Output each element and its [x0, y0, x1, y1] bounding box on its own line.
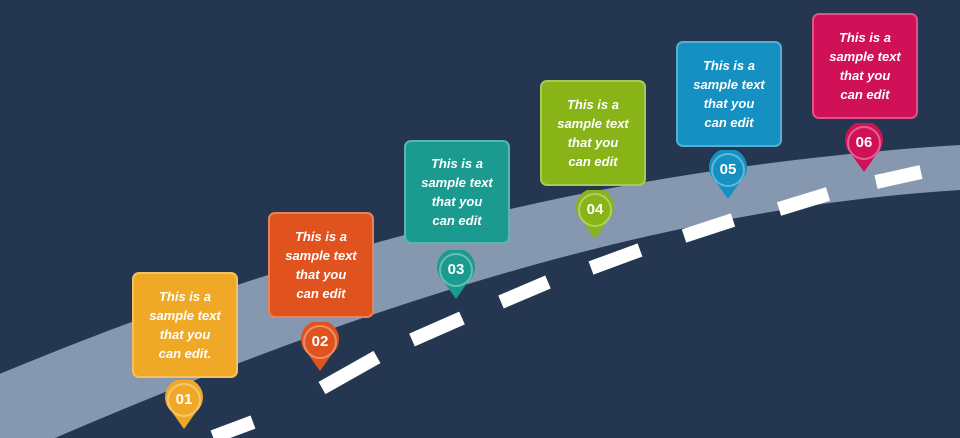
- step-card: This is a sample text that you can edit: [812, 13, 918, 119]
- map-pin-icon: 02: [300, 322, 340, 372]
- road-dash: [588, 243, 643, 275]
- step-number: 03: [447, 261, 465, 278]
- road-dash: [318, 350, 381, 395]
- road-dash: [776, 187, 831, 216]
- road-dash: [409, 311, 465, 347]
- step-card: This is a sample text that you can edit.: [132, 272, 238, 378]
- step-text: This is a sample text that you can edit: [557, 97, 629, 169]
- step-text: This is a sample text that you can edit: [285, 229, 357, 301]
- road-dash: [498, 275, 551, 309]
- map-pin-icon: 01: [164, 380, 204, 430]
- step-text: This is a sample text that you can edit.: [149, 289, 221, 361]
- step-text: This is a sample text that you can edit: [693, 58, 765, 130]
- step-card: This is a sample text that you can edit: [404, 140, 510, 244]
- step-number: 05: [719, 161, 737, 178]
- map-pin-icon: 05: [708, 150, 748, 200]
- road-dash: [874, 165, 923, 189]
- step-card: This is a sample text that you can edit: [540, 80, 646, 186]
- step-number: 04: [586, 201, 604, 218]
- step-text: This is a sample text that you can edit: [829, 30, 901, 102]
- road-center-dashes: [210, 165, 923, 438]
- step-number: 01: [175, 391, 193, 408]
- step-card: This is a sample text that you can edit: [676, 41, 782, 147]
- road-dash: [681, 213, 736, 243]
- map-pin-icon: 04: [575, 190, 615, 240]
- map-pin-icon: 06: [844, 123, 884, 173]
- road-dash: [210, 415, 256, 438]
- step-number: 02: [311, 333, 329, 350]
- step-number: 06: [855, 134, 873, 151]
- pin-shape: [165, 380, 203, 429]
- map-pin-icon: 03: [436, 250, 476, 300]
- step-card: This is a sample text that you can edit: [268, 212, 374, 318]
- step-text: This is a sample text that you can edit: [421, 156, 493, 228]
